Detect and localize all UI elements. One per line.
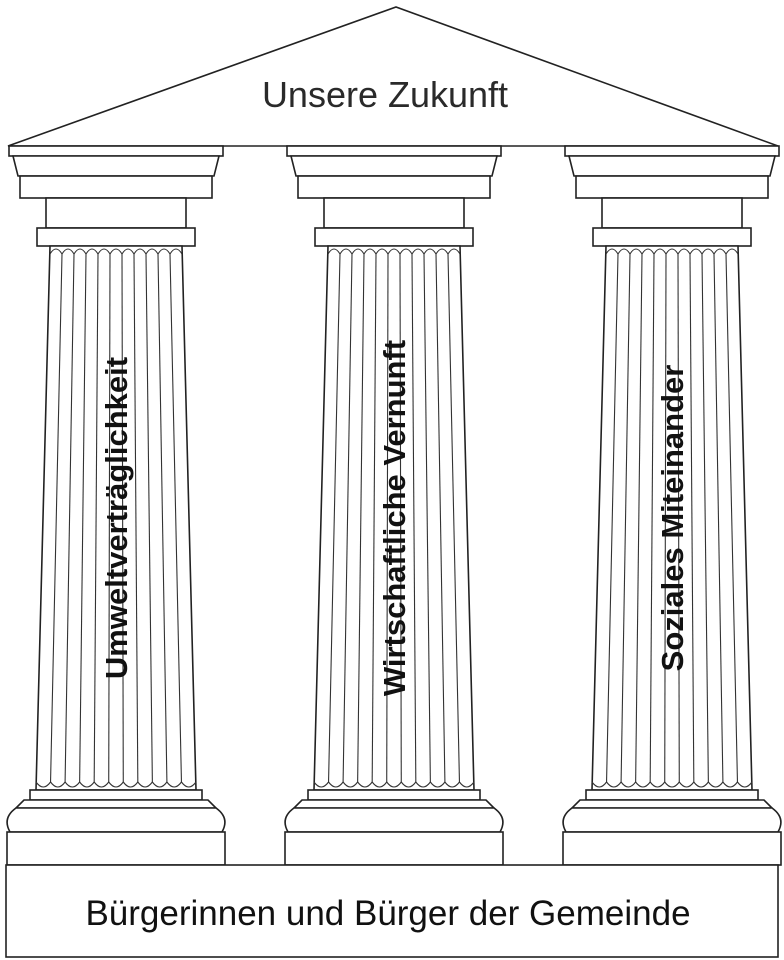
pillar-label: Wirtschaftliche Vernunft: [377, 340, 412, 696]
pillar-neck: [46, 198, 186, 228]
pillars-group: Umweltverträglichkeit Wirtschaftliche Ver…: [7, 146, 781, 865]
pillar-capital-band: [20, 176, 212, 198]
pillar-abacus: [565, 146, 779, 156]
pillar-capital-band: [576, 176, 768, 198]
pillar-collar: [593, 228, 751, 246]
pillar-plinth: [563, 832, 781, 865]
pillar-base-ring: [30, 790, 202, 800]
pillar-plinth: [285, 832, 503, 865]
pillar-1: Umweltverträglichkeit: [7, 146, 225, 865]
pillar-echinus: [13, 156, 219, 176]
pillar-base-step: [572, 800, 772, 808]
pillar-neck: [602, 198, 742, 228]
pillar-echinus: [569, 156, 775, 176]
pillar-collar: [315, 228, 473, 246]
foundation-label: Bürgerinnen und Bürger der Gemeinde: [85, 894, 690, 933]
roof-label: Unsere Zukunft: [262, 74, 508, 115]
pillar-base-ring: [586, 790, 758, 800]
pillar-echinus: [291, 156, 497, 176]
pillar-neck: [324, 198, 464, 228]
pillar-collar: [37, 228, 195, 246]
pillar-label: Umweltverträglichkeit: [99, 357, 134, 679]
pillar-capital-band: [298, 176, 490, 198]
pillar-base-step: [16, 800, 216, 808]
pillar-2: Wirtschaftliche Vernunft: [285, 146, 503, 865]
pillar-label: Soziales Miteinander: [655, 365, 690, 672]
pillar-torus: [7, 808, 225, 832]
foundation: Bürgerinnen und Bürger der Gemeinde: [6, 865, 778, 957]
roof: Unsere Zukunft: [8, 7, 778, 146]
pillar-abacus: [9, 146, 223, 156]
pillar-torus: [563, 808, 781, 832]
pillar-base-ring: [308, 790, 480, 800]
pillar-plinth: [7, 832, 225, 865]
pillar-torus: [285, 808, 503, 832]
pillar-abacus: [287, 146, 501, 156]
pillar-base-step: [294, 800, 494, 808]
pillar-3: Soziales Miteinander: [563, 146, 781, 865]
